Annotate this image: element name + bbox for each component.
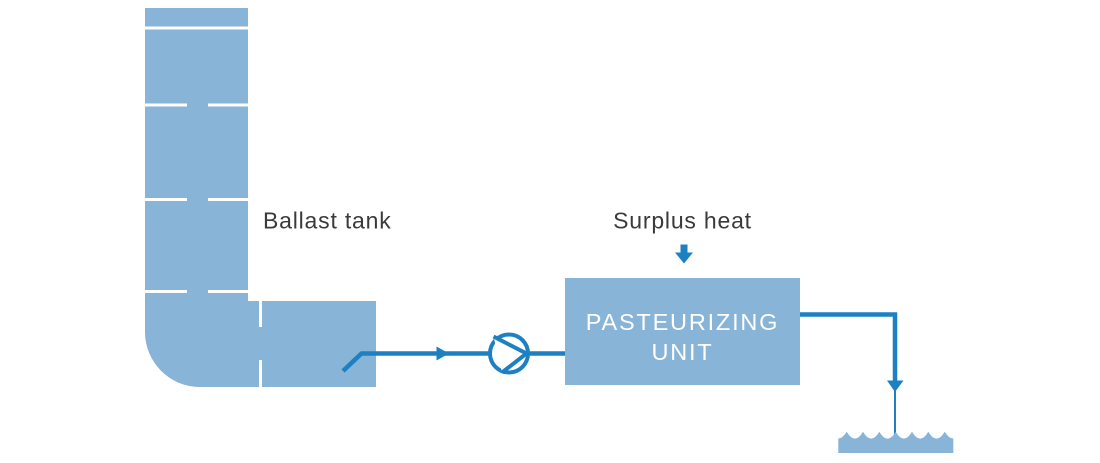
- surplus-heat-down-arrow-icon: [675, 244, 693, 264]
- pasteurizing-unit: PASTEURIZING UNIT: [565, 278, 800, 385]
- outlet-pipe: [800, 312, 898, 381]
- surplus-heat-label: Surplus heat: [613, 208, 752, 234]
- pasteurizing-unit-label-line2: UNIT: [651, 339, 713, 365]
- inlet-pipe: [341, 351, 565, 373]
- pasteurizing-unit-box: [565, 278, 800, 385]
- right-arrow-icon: [436, 346, 449, 361]
- pump-triangle: [492, 334, 531, 375]
- tank-body: [145, 8, 376, 387]
- pump-icon: [488, 332, 531, 375]
- pasteurizing-unit-label-line1: PASTEURIZING: [586, 309, 780, 335]
- discharge-down-arrow-icon: [887, 380, 904, 392]
- tank-compartment-dividers: [145, 26, 262, 387]
- water-waves-icon: [838, 431, 954, 453]
- ballast-tank: [145, 8, 376, 387]
- ballast-tank-label: Ballast tank: [263, 208, 392, 234]
